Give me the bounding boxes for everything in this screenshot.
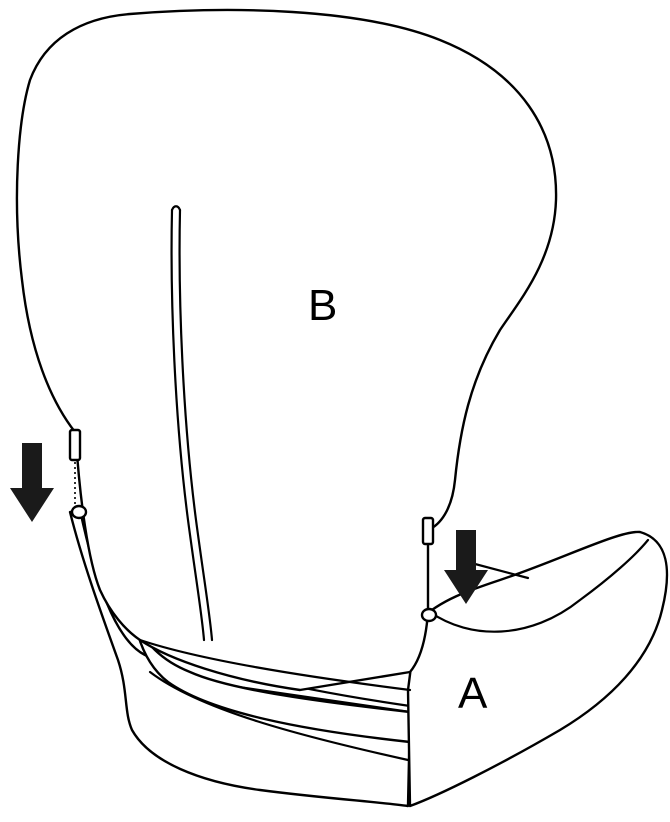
down-arrow-icon — [10, 443, 54, 522]
label-backrest: B — [308, 284, 337, 328]
left-socket — [72, 506, 86, 518]
label-seat: A — [458, 672, 487, 716]
right-post — [423, 518, 433, 544]
right-socket — [422, 609, 436, 621]
left-post — [70, 430, 80, 460]
